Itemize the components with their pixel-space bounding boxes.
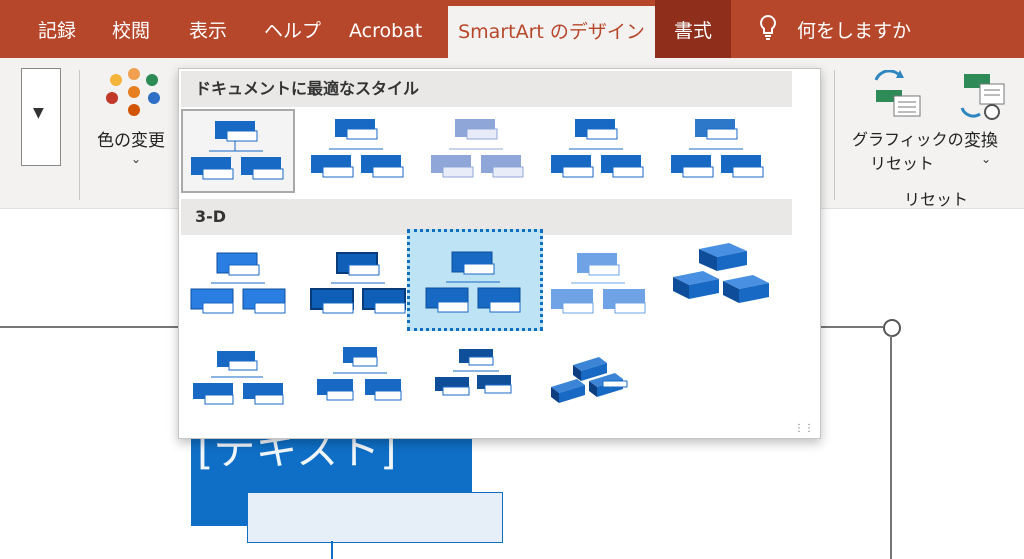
style-white-outline[interactable]	[303, 109, 413, 189]
reset-graphic-icon	[870, 69, 924, 124]
chevron-down-icon: ⌄	[981, 152, 992, 166]
tab-record[interactable]: 記録	[38, 20, 77, 42]
hierarchy-thumbnail	[671, 119, 764, 178]
lightbulb-icon	[758, 14, 778, 46]
gallery-section-best-match: ドキュメントに最適なスタイル	[181, 71, 792, 107]
hierarchy-thumbnail	[310, 252, 406, 314]
reset-graphic-button-line2: リセット	[870, 154, 935, 173]
hierarchy-thumbnail	[673, 243, 769, 303]
style-3d-sunset-scene[interactable]	[543, 341, 653, 421]
style-3d-flat-scene[interactable]	[183, 341, 293, 421]
hierarchy-thumbnail	[190, 252, 286, 314]
convert-button[interactable]: 変換	[964, 131, 998, 151]
style-intense-effect[interactable]	[663, 109, 773, 189]
connector-line	[890, 335, 892, 559]
hierarchy-thumbnail	[191, 121, 284, 180]
tab-review[interactable]: 校閲	[112, 20, 151, 42]
style-3d-polished[interactable]	[183, 241, 293, 321]
divider	[834, 70, 835, 200]
style-3d-birds-eye[interactable]	[303, 341, 413, 421]
tell-me-search[interactable]: 何をしますか	[797, 20, 912, 42]
more-arrow-icon: ▼	[33, 105, 44, 121]
color-change-button[interactable]: 色の変更	[97, 131, 165, 151]
hierarchy-thumbnail	[425, 251, 521, 313]
smartart-shape-child[interactable]	[247, 492, 503, 543]
tab-acrobat[interactable]: Acrobat	[349, 20, 423, 42]
tab-view[interactable]: 表示	[189, 20, 228, 42]
style-3d-metallic[interactable]	[423, 341, 533, 421]
smartart-style-gallery: ドキュメントに最適なスタイル	[178, 68, 821, 439]
style-moderate-effect[interactable]	[543, 109, 653, 189]
connector-line	[331, 541, 333, 559]
tab-smartart-design[interactable]: SmartArt のデザイン	[448, 6, 655, 58]
tab-format[interactable]: 書式	[655, 0, 731, 58]
style-3d-powder[interactable]	[543, 241, 653, 321]
hierarchy-thumbnail	[311, 119, 404, 178]
hierarchy-thumbnail	[551, 119, 644, 178]
layout-gallery-scroll[interactable]: ▼	[21, 68, 61, 166]
hierarchy-thumbnail	[551, 357, 628, 403]
style-subtle-effect[interactable]	[423, 109, 533, 189]
style-3d-inset[interactable]	[303, 241, 413, 321]
resize-handle[interactable]	[883, 319, 901, 337]
convert-icon	[958, 68, 1010, 126]
palette-icon	[106, 68, 162, 122]
style-3d-brick-scene[interactable]	[663, 239, 773, 319]
reset-group-label: リセット	[904, 190, 969, 209]
reset-graphic-button[interactable]: グラフィックの	[852, 130, 964, 149]
ribbon-tab-bar: 記録 校閲 表示 ヘルプ Acrobat SmartArt のデザイン 書式 何…	[0, 0, 1024, 58]
style-simple-fill[interactable]	[181, 109, 295, 193]
hierarchy-thumbnail	[193, 351, 284, 405]
chevron-down-icon: ⌄	[131, 152, 142, 166]
hierarchy-thumbnail	[431, 119, 524, 178]
hierarchy-thumbnail	[435, 349, 512, 396]
hierarchy-thumbnail	[551, 253, 646, 314]
divider	[79, 70, 80, 200]
tab-help[interactable]: ヘルプ	[264, 20, 322, 42]
style-3d-cartoon-selected[interactable]	[407, 229, 543, 331]
hierarchy-thumbnail	[317, 347, 402, 401]
resize-grip-icon[interactable]: ⋮⋮	[794, 423, 814, 434]
